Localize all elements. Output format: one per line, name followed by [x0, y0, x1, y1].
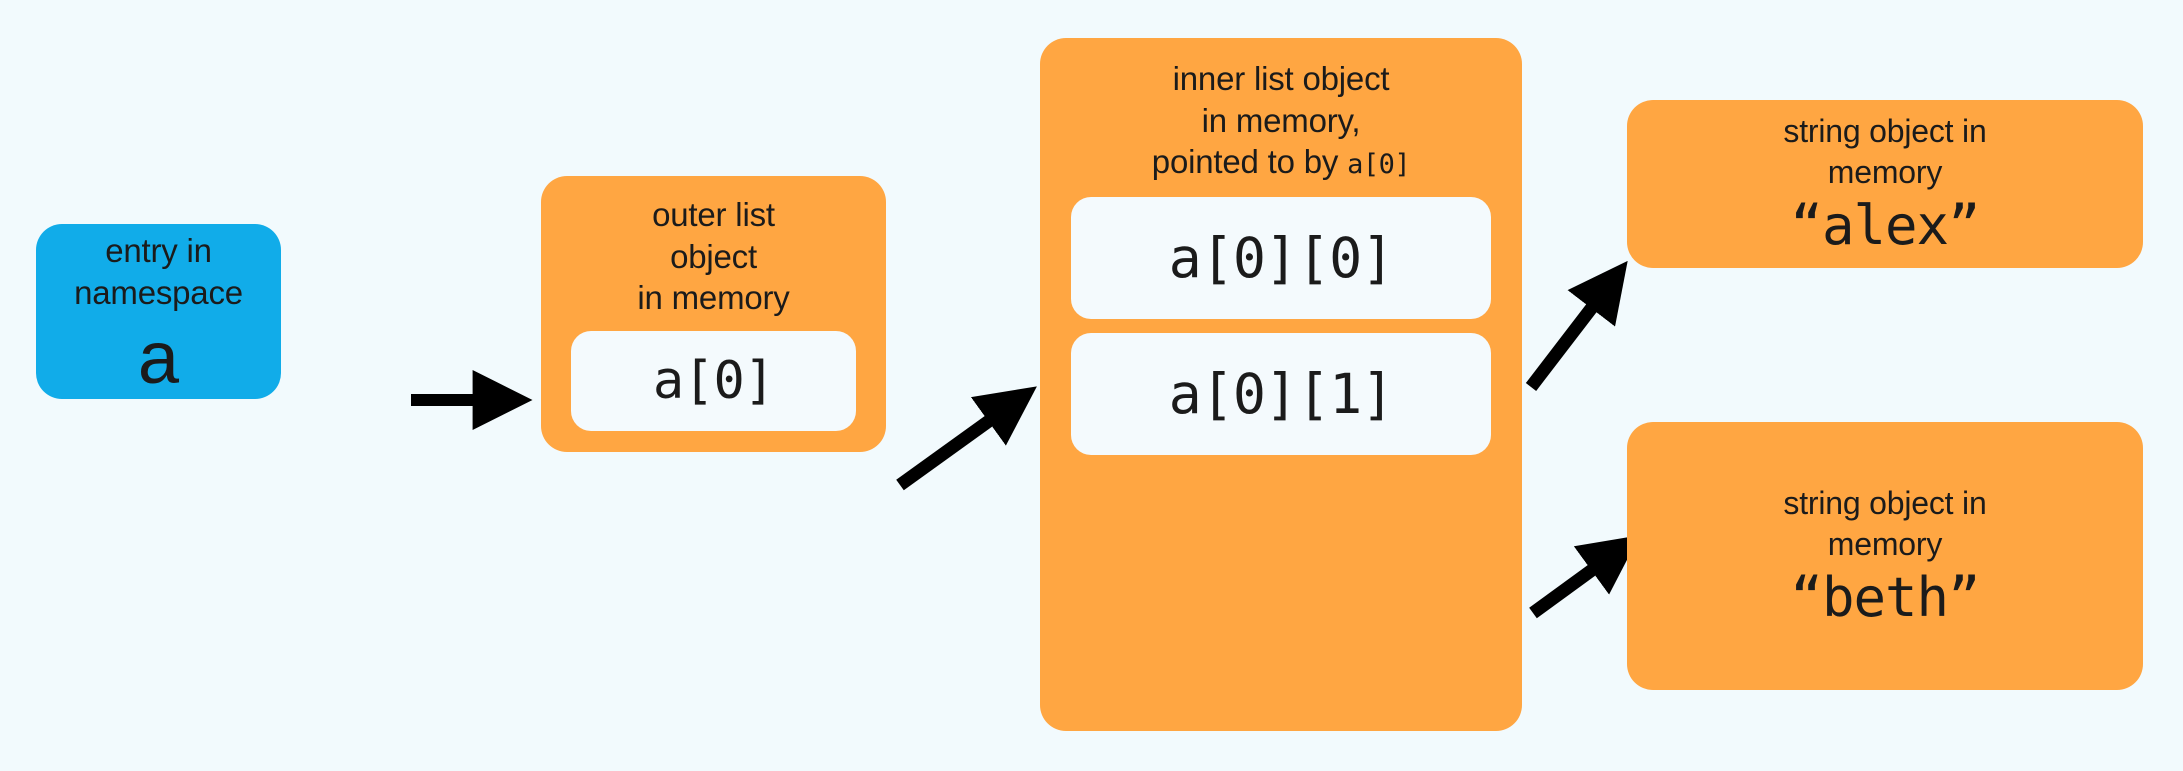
arrow-outer-slot-to-inner-list — [896, 386, 1037, 491]
string-beth-value: “beth” — [1790, 565, 1980, 629]
inner-list-caption-line-3: pointed to by a[0] — [1151, 141, 1411, 183]
string-alex-caption-line-2: memory — [1827, 153, 1943, 190]
namespace-caption: entry in namespace — [74, 230, 243, 313]
inner-list-caption-line-1: inner list object — [1172, 60, 1390, 97]
outer-list-caption: outer list object in memory — [637, 194, 789, 319]
outer-list-object-node: outer list object in memory a[0] — [541, 176, 886, 452]
outer-list-caption-line-1: outer list — [652, 196, 775, 233]
namespace-variable-name: a — [137, 315, 180, 399]
inner-list-slot-1[interactable]: a[0][1] — [1071, 332, 1491, 455]
string-object-node-beth: string object in memory “beth” — [1627, 422, 2143, 690]
inner-list-caption: inner list object in memory, pointed to … — [1151, 58, 1411, 183]
arrow-inner-slot1-to-string-beth — [1529, 535, 1640, 619]
arrow-inner-slot0-to-string-alex — [1525, 260, 1628, 391]
string-object-node-alex: string object in memory “alex” — [1627, 100, 2143, 268]
outer-list-slot-0[interactable]: a[0] — [571, 330, 856, 431]
string-alex-caption-line-1: string object in — [1783, 113, 1987, 150]
inner-list-caption-line-3-code: a[0] — [1347, 149, 1411, 181]
namespace-caption-line-1: entry in — [105, 232, 212, 270]
outer-list-caption-line-3: in memory — [637, 279, 790, 317]
namespace-entry-node: entry in namespace a — [36, 224, 281, 399]
inner-list-caption-line-3-prefix: pointed to by — [1151, 143, 1348, 181]
inner-list-slot-0[interactable]: a[0][0] — [1071, 196, 1491, 319]
string-alex-value: “alex” — [1790, 193, 1980, 257]
outer-list-caption-line-2: object — [670, 237, 757, 275]
inner-list-slot-1-label: a[0][1] — [1168, 361, 1395, 426]
string-beth-caption-line-1: string object in — [1783, 485, 1987, 522]
string-beth-caption-line-2: memory — [1827, 525, 1943, 562]
string-alex-caption: string object in memory — [1783, 111, 1986, 192]
inner-list-slot-0-label: a[0][0] — [1168, 225, 1395, 290]
string-beth-caption: string object in memory — [1783, 483, 1986, 564]
inner-list-object-node: inner list object in memory, pointed to … — [1040, 38, 1522, 731]
outer-list-slot-0-label: a[0] — [652, 350, 775, 411]
inner-list-caption-line-2: in memory, — [1201, 101, 1361, 139]
namespace-caption-line-2: namespace — [74, 273, 243, 311]
